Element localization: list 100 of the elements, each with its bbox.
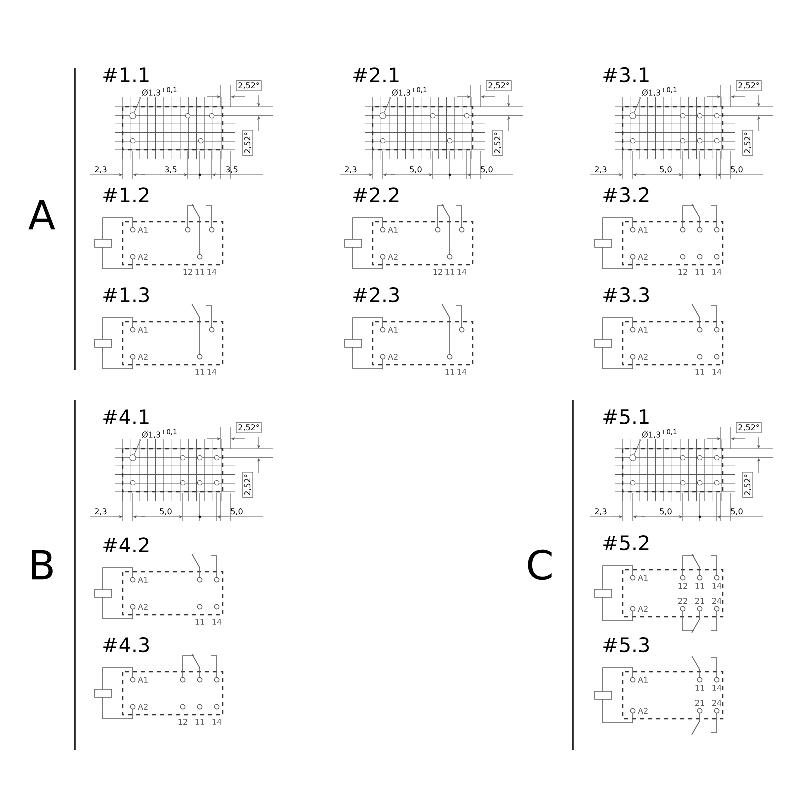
pin-label: 14	[212, 719, 222, 725]
pin-label: A2	[138, 704, 148, 710]
pin-label: 11	[696, 369, 704, 375]
dimension-label: Ø1,3$^{+0,1}$	[642, 429, 677, 439]
leader-line	[634, 97, 642, 114]
pin-label: 14	[712, 583, 722, 589]
dimension-label: 2,3	[345, 166, 357, 174]
pin-label: 12	[184, 269, 192, 275]
pin-label: A1	[638, 227, 648, 233]
dimension-label: 5,0	[410, 166, 422, 174]
pin-label: A1	[388, 227, 398, 233]
pin-label: A1	[638, 677, 648, 683]
panel-heading: #4.3	[104, 637, 150, 653]
pin-label: A2	[638, 254, 648, 260]
leader-line	[634, 439, 642, 456]
pin-label: 11	[696, 685, 704, 691]
dimension-label: 5,0	[160, 508, 172, 516]
pin-hole	[630, 454, 636, 462]
pin-label: A2	[138, 604, 148, 610]
pin-hole	[130, 112, 136, 120]
pin-label: 22	[678, 598, 688, 604]
dimension-label: 2,3	[95, 508, 107, 516]
panel-heading: #1.2	[104, 188, 149, 202]
leader-line	[134, 97, 142, 114]
pin-label: 24	[712, 598, 722, 604]
panel-heading: #1.3	[104, 287, 150, 303]
pin-label: A1	[638, 327, 648, 333]
pin-label: 11	[446, 369, 454, 375]
dimension-label: 5,0	[231, 508, 243, 516]
pin-label: 11	[196, 269, 204, 275]
dimension-label: 3,5	[226, 166, 238, 174]
dimension-label: 2,52°	[486, 80, 512, 92]
pin-label: 24	[712, 700, 722, 706]
pin-label: 11	[196, 719, 204, 725]
dimension-label: Ø1,3$^{+0,1}$	[142, 87, 177, 97]
dimension-label: 2,3	[95, 166, 107, 174]
pin-label: 11	[696, 583, 704, 589]
pin-label: A2	[638, 354, 648, 360]
dimension-label: 5,0	[731, 166, 743, 174]
panel-heading: #5.2	[604, 535, 649, 551]
pin-label: A2	[388, 254, 398, 260]
pin-label: 12	[434, 269, 442, 275]
pin-label: 11	[196, 619, 204, 625]
pin-label: 12	[678, 269, 688, 275]
dimension-label: 5,0	[731, 508, 743, 516]
pin-label: 14	[208, 269, 217, 275]
dimension-label: 3,5	[165, 166, 177, 174]
dimension-label: 2,52°	[736, 80, 762, 92]
dimension-label: 2,52°	[236, 422, 262, 434]
dimension-label: Ø1,3$^{+0,1}$	[642, 87, 677, 97]
group-letter: B	[32, 550, 53, 580]
pin-label: 14	[208, 369, 217, 375]
panel-heading: #5.3	[604, 637, 650, 653]
dimension-label: 2,52°	[736, 422, 762, 434]
pin-label: 14	[712, 269, 722, 275]
pin-hole	[380, 112, 386, 120]
pin-label: 12	[178, 719, 188, 725]
dimension-label: 2,52°	[236, 80, 262, 92]
pin-label: A1	[138, 327, 148, 333]
dimension-label: 2,3	[595, 166, 607, 174]
pin-label: A2	[638, 606, 648, 612]
dimension-label: 5,0	[481, 166, 493, 174]
pin-label: A1	[388, 327, 398, 333]
pin-label: 14	[212, 619, 222, 625]
dimension-label: 2,52°	[492, 130, 504, 156]
pin-label: A2	[638, 708, 648, 714]
dimension-label: 2,52°	[242, 130, 254, 156]
pin-label: 12	[678, 583, 688, 589]
panel-heading: #3.2	[604, 187, 649, 203]
pin-label: A2	[138, 354, 148, 360]
pin-hole	[630, 112, 636, 120]
pin-label: A1	[138, 577, 148, 583]
pin-label: 11	[696, 269, 704, 275]
pin-hole	[130, 454, 136, 462]
panel-heading: #4.2	[104, 538, 149, 552]
pin-label: A1	[138, 677, 148, 683]
pin-label: A1	[138, 227, 148, 233]
pin-label: A2	[138, 254, 148, 260]
leader-line	[384, 97, 392, 114]
pin-label: A1	[638, 575, 648, 581]
dimension-label: 2,52°	[242, 472, 254, 498]
panel-heading: #2.3	[354, 287, 400, 303]
pin-label: 14	[458, 269, 467, 275]
pin-label: 21	[696, 598, 704, 604]
pin-label: 14	[458, 369, 467, 375]
panel-heading: #2.2	[354, 188, 399, 202]
leader-line	[134, 439, 142, 456]
dimension-label: Ø1,3$^{+0,1}$	[392, 87, 427, 97]
pin-label: 11	[446, 269, 454, 275]
dimension-label: 5,0	[660, 166, 672, 174]
dimension-label: Ø1,3$^{+0,1}$	[142, 429, 177, 439]
pin-label: 14	[712, 685, 722, 691]
pin-label: A2	[388, 354, 398, 360]
dimension-label: 2,52°	[742, 130, 754, 156]
pin-label: 21	[696, 700, 704, 706]
pin-label: 14	[712, 369, 722, 375]
group-letter: A	[28, 200, 56, 230]
dimension-label: 5,0	[660, 508, 672, 516]
dimension-label: 2,52°	[742, 472, 754, 498]
dimension-label: 2,3	[595, 508, 607, 516]
